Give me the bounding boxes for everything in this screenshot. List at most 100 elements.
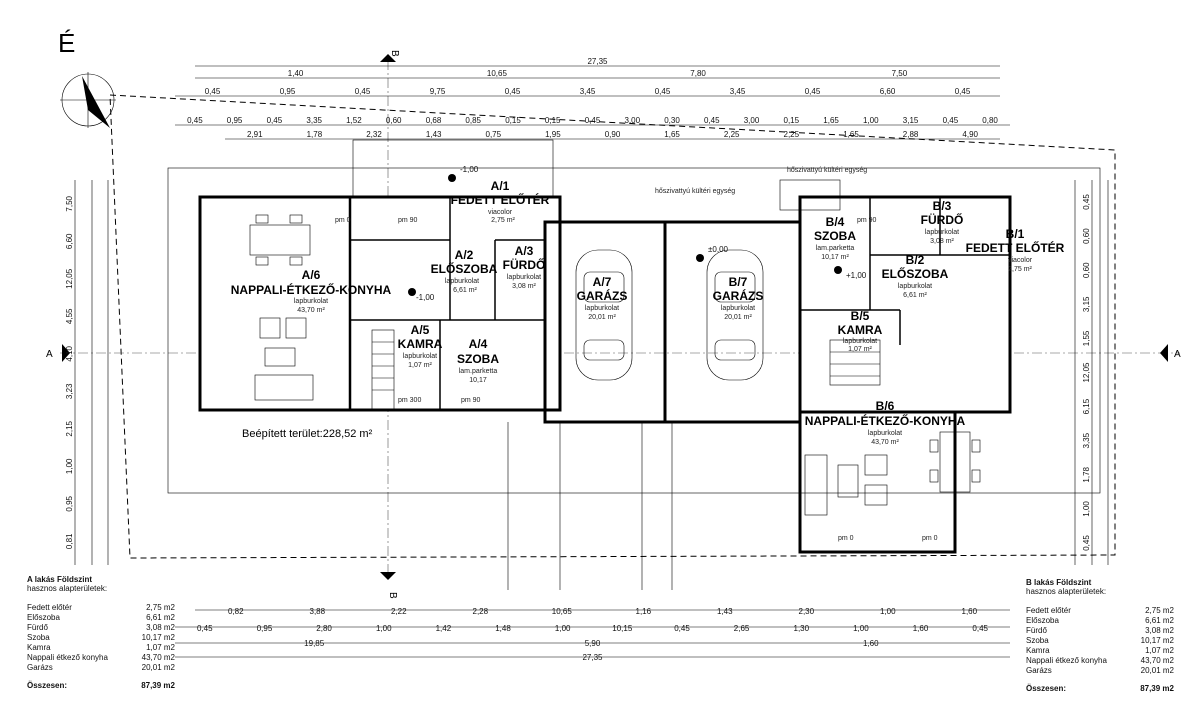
- room-b3-name: FÜRDŐ: [921, 212, 964, 227]
- dimension-label: 0,45: [197, 624, 213, 633]
- table-a-row-name: Fürdő: [27, 623, 48, 632]
- dimension-label: 0,15: [545, 116, 561, 125]
- room-b1-name: FEDETT ELŐTÉR: [966, 240, 1065, 255]
- table-b-row-value: 43,70 m2: [1140, 656, 1174, 665]
- dimension-label: 3,45: [580, 87, 596, 96]
- table-b-row-name: Fürdő: [1026, 626, 1047, 635]
- room-a6: A/6 NAPPALI-ÉTKEZŐ-KONYHA lapburkolat 43…: [231, 268, 392, 314]
- dimension-label: 1,00: [863, 116, 879, 125]
- table-b-row-name: Fedett előtér: [1026, 606, 1071, 615]
- dimension-label: 27,35: [587, 57, 608, 66]
- section-b-bottom-label: B: [387, 592, 398, 599]
- dimension-label: 1,00: [65, 458, 74, 474]
- stairs-a: [371, 329, 395, 411]
- room-a4: A/4 SZOBA lam.parketta 10,17: [457, 337, 499, 384]
- dimension-label: 0,81: [65, 533, 74, 549]
- dimension-label: 0,45: [1082, 194, 1091, 210]
- room-b1-area: 2,75 m²: [1008, 266, 1032, 273]
- room-b3-finish: lapburkolat: [925, 229, 959, 236]
- dimension-label: 2,80: [316, 624, 332, 633]
- room-b2-name: ELŐSZOBA: [882, 266, 949, 281]
- dimension-label: 9,75: [430, 87, 446, 96]
- dimension-label: 7,50: [65, 195, 74, 211]
- dimension-label: 1,65: [823, 116, 839, 125]
- dimension-label: 0,45: [805, 87, 821, 96]
- dimension-label: 1,60: [913, 624, 929, 633]
- built-area-label: Beépített terület:228,52 m²: [242, 428, 373, 440]
- dimension-label: 1,43: [426, 130, 442, 139]
- room-b6-finish: lapburkolat: [868, 430, 902, 437]
- table-a-row-name: Garázs: [27, 663, 53, 672]
- table-b-row-name: Kamra: [1026, 646, 1050, 655]
- heat-pump-label-right: hőszivattyú kültéri egység: [787, 167, 867, 174]
- dimension-label: 3,15: [1082, 296, 1091, 312]
- table-b-row-value: 2,75 m2: [1145, 606, 1174, 615]
- section-a-right-marker: A: [1160, 344, 1181, 362]
- dimension-label: 1,65: [664, 130, 680, 139]
- room-b6: B/6 NAPPALI-ÉTKEZŐ-KONYHA lapburkolat 43…: [805, 399, 966, 446]
- room-a6-finish: lapburkolat: [294, 298, 328, 305]
- room-b2-area: 6,61 m²: [903, 292, 927, 299]
- room-a3-area: 3,08 m²: [512, 283, 536, 290]
- dimension-label: 1,00: [853, 624, 869, 633]
- table-a-row-name: Fedett előtér: [27, 603, 72, 612]
- dimension-label: 0,45: [205, 87, 221, 96]
- room-a7-name: GARÁZS: [577, 288, 628, 303]
- room-a6-name: NAPPALI-ÉTKEZŐ-KONYHA: [231, 282, 392, 297]
- dimension-label: 0,45: [267, 116, 283, 125]
- level-zero-icon: [696, 254, 704, 262]
- table-a-row-value: 43,70 m2: [141, 653, 175, 662]
- section-a-left-marker: A: [46, 344, 70, 362]
- dimension-label: 0,82: [228, 607, 244, 616]
- dimension-label: 2,32: [366, 130, 382, 139]
- dimension-label: 0,45: [674, 624, 690, 633]
- dimension-label: 12,05: [1082, 362, 1091, 383]
- dimension-label: 1,48: [495, 624, 511, 633]
- dimension-label: 3,23: [65, 383, 74, 399]
- section-b-bottom-marker: B: [380, 572, 398, 599]
- level-markers: -1,00 -1,00 ±0,00 +1,00: [408, 165, 867, 302]
- level-plus-label: +1,00: [846, 271, 867, 280]
- table-b-row-name: Szoba: [1026, 636, 1049, 645]
- level-minus-icon-2: [408, 288, 416, 296]
- room-a6-area: 43,70 m²: [297, 307, 325, 314]
- dimension-label: 10,65: [552, 607, 573, 616]
- dimension-label: 19,85: [304, 639, 325, 648]
- dimension-label: 0,45: [704, 116, 720, 125]
- room-a5: A/5 KAMRA lapburkolat 1,07 m²: [398, 323, 443, 369]
- pm-label-3: pm 300: [398, 397, 421, 404]
- dimension-label: 1,00: [1082, 501, 1091, 517]
- room-b7-code: B/7: [729, 275, 748, 289]
- dimension-label: 0,95: [65, 495, 74, 511]
- pm-label-2: pm 90: [398, 217, 418, 224]
- room-a7-code: A/7: [593, 275, 612, 289]
- room-b1: B/1 FEDETT ELŐTÉR viacolor 2,75 m²: [966, 227, 1065, 273]
- room-a4-code: A/4: [469, 337, 488, 351]
- dimension-label: 2,22: [391, 607, 407, 616]
- dimension-label: 10,15: [612, 624, 633, 633]
- table-b-total-value: 87,39 m2: [1140, 684, 1174, 693]
- eaves-outline: [167, 167, 1101, 494]
- pm-label-7: pm 0: [922, 535, 938, 542]
- dimension-label: 6,60: [880, 87, 896, 96]
- car-b: [706, 249, 764, 381]
- dimension-label: 2,25: [784, 130, 800, 139]
- room-b5: B/5 KAMRA lapburkolat 1,07 m²: [838, 309, 883, 353]
- dimension-label: 7,50: [892, 69, 908, 78]
- dimension-label: 3,00: [744, 116, 760, 125]
- dimension-label: 1,00: [880, 607, 896, 616]
- table-a-row-name: Szoba: [27, 633, 50, 642]
- dimension-label: 0,45: [187, 116, 203, 125]
- dimension-label: 1,00: [555, 624, 571, 633]
- dimension-label: 0,45: [655, 87, 671, 96]
- plot-boundary: [109, 94, 1116, 559]
